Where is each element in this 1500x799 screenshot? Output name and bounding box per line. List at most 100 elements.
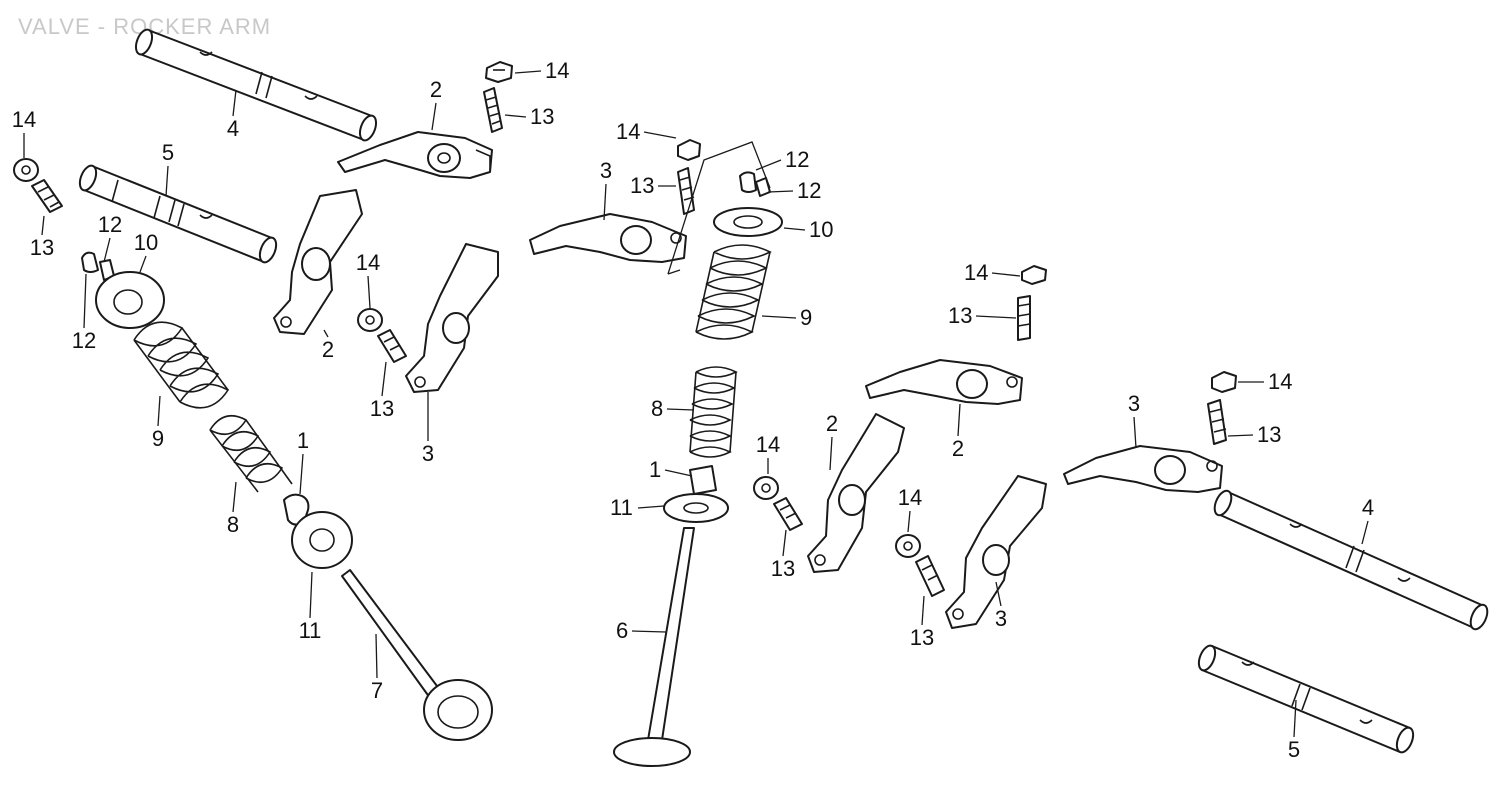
leader-line (1227, 434, 1254, 437)
leader-line (41, 215, 45, 236)
valve-spring-seat-left (291, 511, 353, 569)
callout-rocker-arm-a: 2 (952, 403, 964, 461)
callout-number: 13 (30, 235, 54, 260)
callout-rocker-arm-shaft-short: 5 (162, 140, 174, 197)
callout-number: 14 (898, 485, 922, 510)
leader-line (103, 237, 111, 263)
tappet-adjusting-screw-right-middle (773, 497, 803, 531)
lock-nut-far-left (13, 158, 39, 182)
leader-line (504, 114, 527, 118)
callout-lock-nut: 14 (964, 260, 1021, 285)
callout-rocker-arm-shaft-long: 4 (227, 89, 239, 141)
rocker-arm-b-far-right (1063, 445, 1223, 493)
leader-line (782, 529, 787, 557)
valve-spring-retainer-center (713, 207, 783, 237)
callout-exhaust-valve: 6 (616, 618, 667, 643)
callout-valve-cotter: 12 (767, 178, 821, 203)
callout-number: 14 (964, 260, 988, 285)
callout-number: 13 (771, 556, 795, 581)
valve-spring-retainer-cotter-center (689, 465, 717, 495)
callout-number: 12 (72, 328, 96, 353)
callout-number: 2 (826, 411, 838, 436)
callout-outer-valve-spring: 9 (152, 395, 164, 451)
callout-number: 14 (545, 58, 569, 83)
callout-tappet-adjusting-screw: 13 (910, 595, 934, 650)
leader-line (643, 131, 677, 139)
callout-number: 8 (651, 396, 663, 421)
callout-number: 14 (616, 119, 640, 144)
callout-number: 4 (227, 116, 239, 141)
callout-number: 11 (610, 495, 633, 520)
callout-number: 5 (162, 140, 174, 165)
callout-inner-valve-spring: 8 (227, 481, 239, 537)
valve-spring-retainer-cotter-left (283, 493, 310, 526)
rocker-arm-a-right (865, 359, 1023, 405)
callout-number: 2 (952, 436, 964, 461)
callout-tappet-adjusting-screw: 13 (948, 303, 1017, 328)
leader-line (666, 408, 695, 411)
leader-line (367, 275, 371, 309)
lock-nut-far-right (1211, 371, 1237, 393)
tappet-adjusting-screw-left-middle (377, 329, 407, 363)
callout-number: 3 (422, 441, 434, 466)
leader-line (1293, 699, 1297, 738)
callout-tappet-adjusting-screw: 13 (1227, 422, 1281, 447)
callout-valve-spring-retainer: 10 (134, 230, 158, 273)
valve-spring-seat-center (663, 493, 729, 523)
exhaust-valve (613, 527, 695, 767)
leader-line (157, 395, 161, 427)
callout-valve-spring-seat: 11 (299, 571, 321, 643)
callout-tappet-adjusting-screw: 13 (30, 215, 54, 260)
leader-line (375, 633, 378, 679)
leader-line (783, 227, 806, 231)
callout-number: 9 (800, 305, 812, 330)
callout-valve-cotter: 12 (755, 147, 809, 172)
leader-line (309, 571, 313, 619)
leader-line (1361, 520, 1369, 545)
callout-number: 10 (134, 230, 158, 255)
callout-number: 13 (630, 173, 654, 198)
leader-line (514, 70, 542, 74)
callout-inner-valve-spring: 8 (651, 396, 695, 421)
callout-number: 10 (809, 217, 833, 242)
lock-nut-right-middle (753, 476, 779, 500)
callout-number: 14 (356, 250, 380, 275)
lock-nut-right-upper (1021, 265, 1047, 285)
leader-line (323, 329, 329, 338)
valve-cotter-left (81, 251, 115, 281)
callout-lock-nut: 14 (514, 58, 569, 83)
lock-nut-left-middle (357, 308, 383, 332)
callout-lock-nut: 14 (898, 485, 922, 533)
callout-rocker-arm-b: 3 (995, 581, 1007, 631)
callout-valve-spring-retainer-cotter: 1 (297, 428, 309, 495)
leader-line (631, 630, 667, 633)
lock-nut-right-lower (895, 534, 921, 558)
tappet-adjusting-screw-right-lower (915, 555, 945, 597)
rocker-arm-shaft-long-right (1213, 489, 1489, 631)
callout-rocker-arm-a: 2 (322, 329, 334, 362)
outer-valve-spring-center (695, 244, 772, 340)
rocker-arm-shaft-short-right (1197, 644, 1415, 754)
rocker-arm-b-center (529, 213, 687, 263)
leader-line (995, 581, 1002, 607)
leader-line (232, 481, 237, 513)
callout-number: 5 (1288, 737, 1300, 762)
callout-valve-spring-seat: 11 (610, 495, 665, 520)
callout-intake-valve: 7 (371, 633, 383, 703)
callout-tappet-adjusting-screw: 13 (370, 361, 394, 421)
callout-number: 12 (98, 212, 122, 237)
callout-number: 14 (756, 432, 780, 457)
lock-nut-center (677, 139, 701, 161)
callout-lock-nut: 14 (616, 119, 677, 144)
tappet-adjusting-screw-top (483, 87, 503, 133)
callout-number: 6 (616, 618, 628, 643)
callout-rocker-arm-a: 2 (826, 411, 838, 471)
leader-line (603, 183, 607, 221)
inner-valve-spring-center (689, 366, 738, 458)
outer-valve-spring-left (133, 321, 230, 409)
callout-lock-nut: 14 (1238, 369, 1292, 394)
rocker-arm-b-right-lower (945, 475, 1047, 629)
leader-line (907, 510, 911, 533)
